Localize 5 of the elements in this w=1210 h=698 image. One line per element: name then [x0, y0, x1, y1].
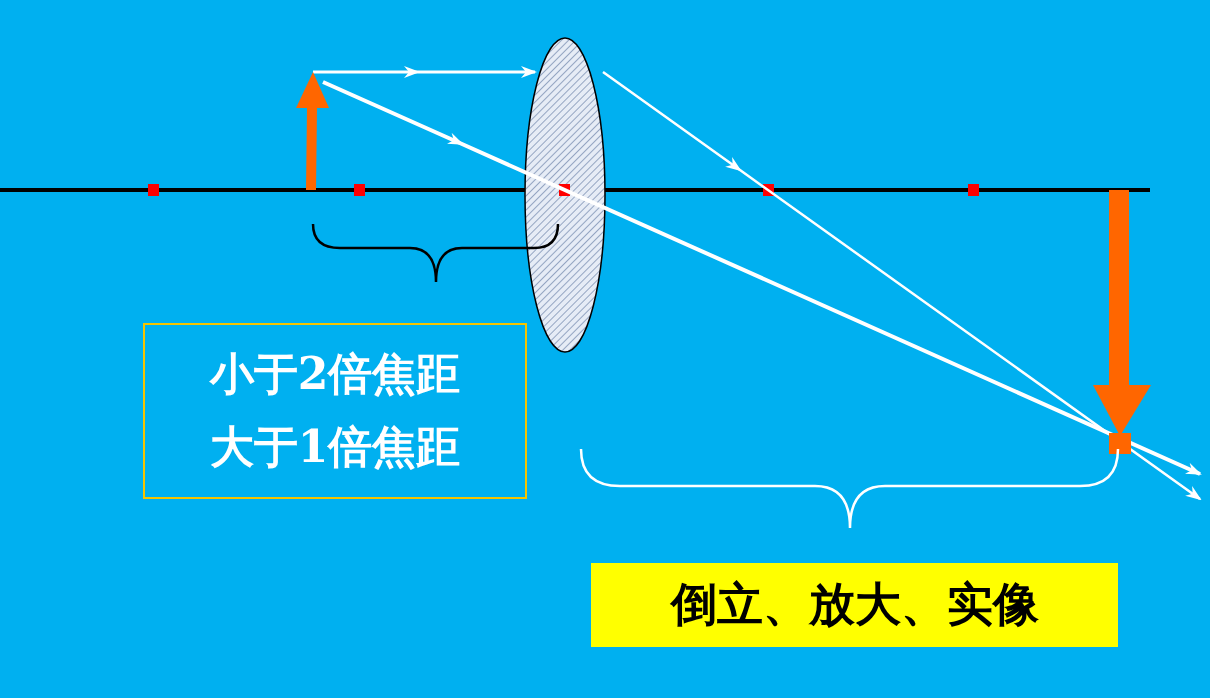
- label-text: 大于1倍焦距: [209, 420, 461, 474]
- label-text: 小于2倍焦距: [209, 347, 461, 401]
- label-box: [591, 563, 1118, 647]
- label-text: 倒立、放大、实像: [670, 576, 1039, 633]
- text-box: [143, 323, 527, 499]
